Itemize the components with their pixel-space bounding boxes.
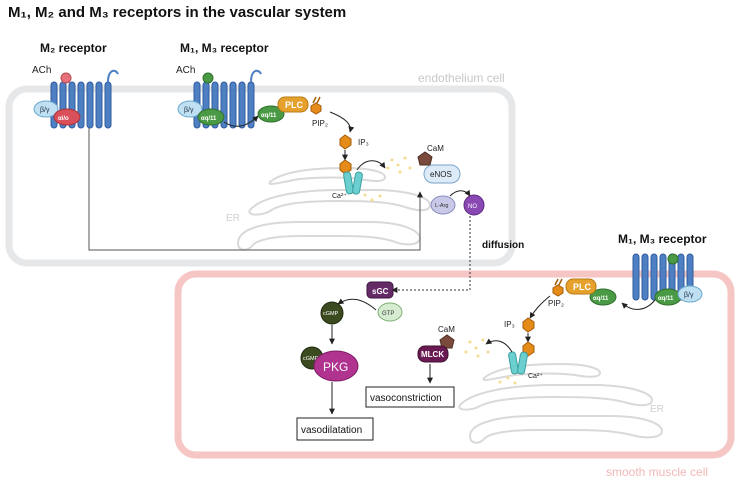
cam-endo-icon (417, 151, 433, 166)
alpha-q-endo (197, 108, 225, 126)
no-label: NO (468, 204, 477, 210)
ip3-bound-endo-icon (339, 159, 352, 175)
beta-gamma-m1m3-endo-label: β/γ (184, 107, 194, 114)
alpha-io-label: αi/o (58, 116, 69, 122)
plc-endo-label: PLC (285, 100, 304, 110)
vasoconstriction-box (365, 386, 455, 408)
mlck (417, 345, 449, 363)
ca-smooth-label: Ca²⁺ (528, 373, 543, 380)
alpha-q-to-alpha-q-arrow (223, 115, 259, 127)
alpha-io-subunit (53, 108, 81, 126)
endothelium-cell-label: endothelium cell (418, 71, 505, 85)
cam-smooth-label: CaM (438, 325, 455, 334)
pip2-endo-icon (310, 96, 322, 115)
ach-ligand-m2 (60, 72, 72, 84)
ach-ligand-smooth (667, 253, 679, 265)
cgmp-2-label: cGMP (303, 356, 319, 362)
mlck-label: MLCK (421, 350, 444, 359)
ca-dots-smooth (464, 338, 517, 385)
ca-endo-label: Ca²⁺ (332, 193, 347, 200)
pip2-smooth-icon (552, 278, 564, 297)
alpha-q-endo-label: αq/11 (201, 116, 217, 122)
pkg (313, 350, 359, 382)
plc-smooth (565, 278, 597, 295)
m1m3-receptor-smooth-label: M₁, M₃ receptor (618, 232, 707, 246)
er-endothelium-label: ER (226, 213, 240, 224)
er-endothelium (236, 166, 432, 251)
diffusion-label: diffusion (482, 240, 524, 251)
sgc-to-cgmp-arrow (337, 298, 377, 311)
l-arg-to-no-arrow (449, 189, 471, 197)
m2-inhibition-path (88, 128, 423, 251)
ip3-endo-icon (339, 134, 352, 150)
vasoconstriction-label: vasoconstriction (370, 393, 442, 404)
beta-gamma-smooth (677, 285, 703, 303)
pip2-to-ip3-arrow (329, 111, 355, 133)
ach-ligand-m1m3 (202, 72, 214, 84)
endothelium-cell-border (5, 85, 516, 267)
m1m3-receptor-endothelium-label: M₁, M₃ receptor (180, 41, 269, 55)
pip2-endo-label: PIP₂ (312, 119, 328, 128)
gtp (377, 302, 403, 322)
beta-gamma-m2 (33, 100, 59, 118)
pip2-to-ip3-smooth-arrow (529, 295, 551, 319)
er-smooth-muscle (458, 362, 664, 444)
beta-gamma-smooth-label: β/γ (684, 292, 694, 299)
alpha-q-smooth-label: αq/11 (658, 296, 674, 302)
cgmp-1-label: cGMP (323, 311, 339, 317)
ca-release-arrow-endo (356, 160, 386, 171)
sgc (366, 281, 394, 299)
ip3-endo-label: IP₃ (358, 138, 369, 147)
gtp-label: GTP (382, 311, 394, 317)
pkg-label: PKG (323, 360, 348, 374)
er-smooth-muscle-label: ER (650, 404, 664, 415)
enos (423, 164, 461, 184)
alpha-q-active-endo-label: αq/11 (261, 113, 277, 119)
plc-endo (277, 96, 309, 113)
cgmp-1 (320, 301, 344, 325)
ip3-smooth-icon (522, 317, 535, 333)
cam-endo-label: CaM (427, 144, 444, 153)
smooth-muscle-cell-label: smooth muscle cell (606, 465, 708, 479)
ca-dots-endo (363, 156, 412, 202)
alpha-q-active-smooth-label: αq/11 (593, 296, 609, 302)
ca-channel-endo (343, 171, 363, 195)
diffusion-path (391, 216, 471, 293)
alpha-q-active-smooth (589, 288, 617, 306)
m2-receptor-label: M₂ receptor (40, 41, 107, 55)
alpha-q-active-endo (257, 105, 285, 123)
beta-gamma-m1m3-endo (177, 100, 203, 118)
ca-channel-smooth (508, 351, 528, 375)
l-arg (430, 195, 456, 215)
ach-label-m2: ACh (32, 65, 51, 76)
sgc-label: sGC (372, 287, 389, 296)
pip2-smooth-label: PIP₂ (548, 299, 564, 308)
alpha-q-smooth-arrow (621, 299, 656, 310)
ca-release-arrow-smooth (485, 338, 513, 353)
page-title: M₁, M₂ and M₃ receptors in the vascular … (8, 4, 347, 21)
plc-smooth-label: PLC (573, 282, 592, 292)
ach-label-m1m3: ACh (176, 65, 195, 76)
no-molecule (463, 194, 485, 216)
l-arg-label: L-Arg (435, 203, 448, 209)
ip3-smooth-label: IP₃ (504, 320, 515, 329)
beta-gamma-m2-label: β/γ (40, 107, 50, 114)
vasodilatation-label: vasodilatation (301, 425, 362, 436)
enos-label: eNOS (430, 170, 452, 179)
vasodilatation-box (296, 417, 374, 441)
smooth-muscle-cell-border (174, 270, 735, 459)
